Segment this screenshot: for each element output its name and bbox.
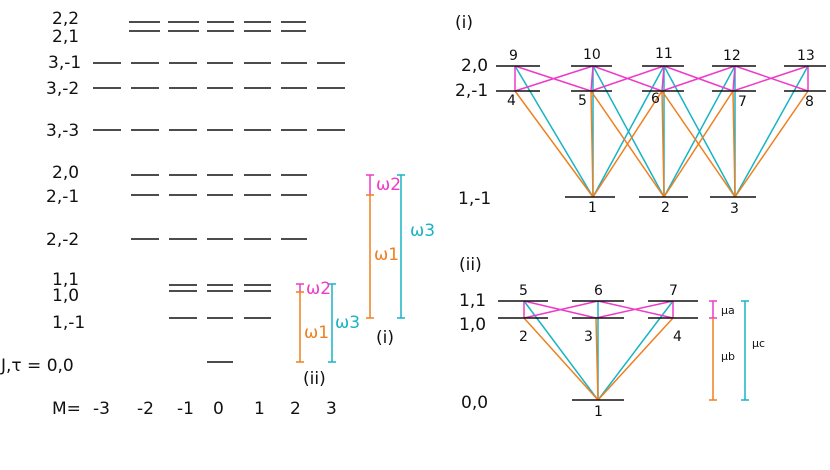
state-number: 5 <box>578 93 587 109</box>
panel-ii: (ii) 1,1 1,0 0,0 <box>459 255 765 420</box>
transition-line <box>523 317 599 401</box>
omega3-label: ω3 <box>335 313 360 333</box>
state-label: 2,-1 <box>46 187 79 207</box>
transition-line <box>592 65 663 92</box>
transition-line <box>661 90 665 198</box>
state-label: 1,1 <box>52 270 79 290</box>
transition-line <box>514 65 594 198</box>
transition-line <box>590 90 665 198</box>
state-number: 6 <box>651 91 660 107</box>
transition-line <box>663 65 734 92</box>
transition-line <box>661 65 665 92</box>
state-number: 9 <box>509 48 518 64</box>
left-level-diagram: 2,2 2,1 3,-1 3,-2 3,-3 2,0 2,-1 2,-2 1,1… <box>0 9 435 419</box>
bar-group-label: (ii) <box>303 369 326 389</box>
left-levels <box>93 21 345 363</box>
transition-line <box>734 65 809 92</box>
m-axis-prefix: M= <box>52 399 81 419</box>
state-number: 8 <box>805 94 814 110</box>
level-label: 2,0 <box>461 56 488 76</box>
state-number: 12 <box>723 48 741 64</box>
level-label: 0,0 <box>461 393 488 413</box>
state-number: 1 <box>588 200 597 216</box>
magenta-transitions <box>514 65 809 92</box>
state-number: 6 <box>594 283 603 299</box>
state-label: 2,-2 <box>46 230 79 250</box>
state-label: 3,-1 <box>48 53 81 73</box>
transition-line <box>595 317 599 401</box>
panel-title: (ii) <box>459 255 482 275</box>
state-number: 4 <box>673 329 682 345</box>
state-number: 1 <box>594 404 603 420</box>
m-value: 3 <box>326 399 337 419</box>
cyan-transitions <box>523 300 674 401</box>
m-value: 2 <box>290 399 301 419</box>
orange-transitions <box>523 317 674 401</box>
mu-a-label: μa <box>721 304 735 317</box>
omega3-label: ω3 <box>410 221 435 241</box>
transition-line <box>514 65 592 92</box>
state-number: 2 <box>661 200 670 216</box>
frequency-bars-i: ω2 ω1 ω3 (i) <box>366 174 435 348</box>
panel-title: (i) <box>455 13 473 33</box>
state-number: 3 <box>584 329 593 345</box>
m-axis: M= -3 -2 -1 0 1 2 3 <box>52 399 337 419</box>
m-value: -2 <box>137 399 154 419</box>
bar-group-label: (i) <box>376 328 394 348</box>
state-number: 11 <box>655 46 673 62</box>
state-number: 10 <box>583 47 601 63</box>
transition-line <box>592 65 665 198</box>
mu-c-label: μc <box>752 337 765 350</box>
m-value: -1 <box>177 399 194 419</box>
state-number: 3 <box>730 201 739 217</box>
orange-transitions <box>514 90 809 198</box>
transition-line <box>523 300 597 319</box>
omega2-label: ω2 <box>376 175 401 195</box>
omega1-label: ω1 <box>304 323 329 343</box>
omega2-label: ω2 <box>306 279 331 299</box>
transition-line <box>661 90 736 198</box>
omega1-label: ω1 <box>374 245 399 265</box>
state-label: 2,0 <box>52 163 79 183</box>
transition-line <box>734 90 809 198</box>
state-label: 1,0 <box>52 286 79 306</box>
cyan-transitions <box>514 65 809 198</box>
state-number: 5 <box>519 283 528 299</box>
level-label: 1,-1 <box>458 189 491 209</box>
level-label: 1,0 <box>459 315 486 335</box>
m-value: -3 <box>93 399 110 419</box>
panel-ii-levels <box>498 300 698 401</box>
mu-b-label: μb <box>721 350 735 363</box>
m-value: 1 <box>254 399 265 419</box>
state-number: 7 <box>738 94 747 110</box>
transition-line <box>597 317 674 401</box>
state-label: 1,-1 <box>52 313 85 333</box>
dipole-bars: μa μb μc <box>709 300 765 401</box>
transition-line <box>732 90 736 198</box>
transition-line <box>732 65 736 92</box>
level-label: 1,1 <box>459 291 486 311</box>
magenta-transitions <box>523 300 674 319</box>
state-label: 3,-2 <box>46 79 79 99</box>
state-label: 2,1 <box>52 27 79 47</box>
panel-i-levels <box>496 65 826 198</box>
state-label: 2,2 <box>52 9 79 29</box>
transition-line <box>514 90 594 198</box>
state-number: 7 <box>669 283 678 299</box>
transition-line <box>590 90 594 198</box>
state-number: 2 <box>519 329 528 345</box>
transition-line <box>663 65 736 198</box>
state-number: 13 <box>797 48 815 64</box>
frequency-bars-ii: ω2 ω1 ω3 (ii) <box>296 279 360 389</box>
state-label: 3,-3 <box>46 121 79 141</box>
panel-i: (i) 2,0 2,-1 1,-1 <box>455 13 826 217</box>
state-label: J,τ = 0,0 <box>0 356 74 376</box>
transition-line <box>590 65 594 92</box>
m-value: 0 <box>213 399 224 419</box>
transition-line <box>734 65 809 198</box>
level-label: 2,-1 <box>455 81 488 101</box>
transition-line <box>597 300 674 319</box>
state-number: 4 <box>507 93 516 109</box>
